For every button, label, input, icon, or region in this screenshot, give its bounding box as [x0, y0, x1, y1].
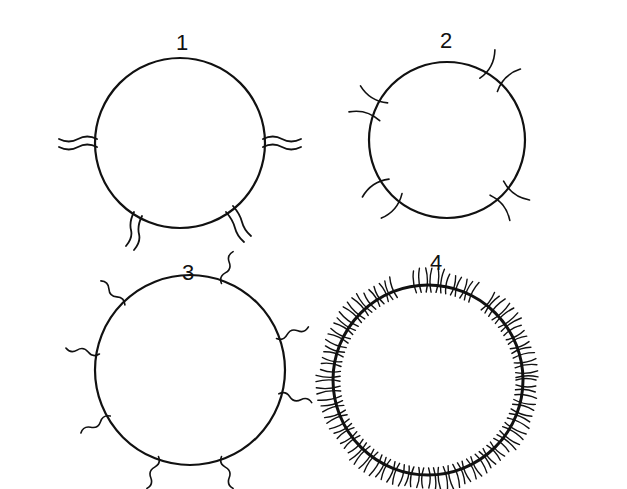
figure-number: 3 [182, 262, 194, 284]
figure-number: 4 [430, 252, 442, 274]
cilia [316, 268, 538, 489]
cell-outline [95, 275, 285, 465]
cell-outline [95, 58, 265, 228]
figure-number: 1 [176, 32, 188, 54]
figure-number: 2 [440, 30, 452, 52]
flagella-tufts [59, 137, 301, 251]
cell-outline [369, 62, 525, 218]
pili [349, 50, 530, 221]
cell-outline [333, 285, 523, 475]
flagella [66, 252, 312, 489]
